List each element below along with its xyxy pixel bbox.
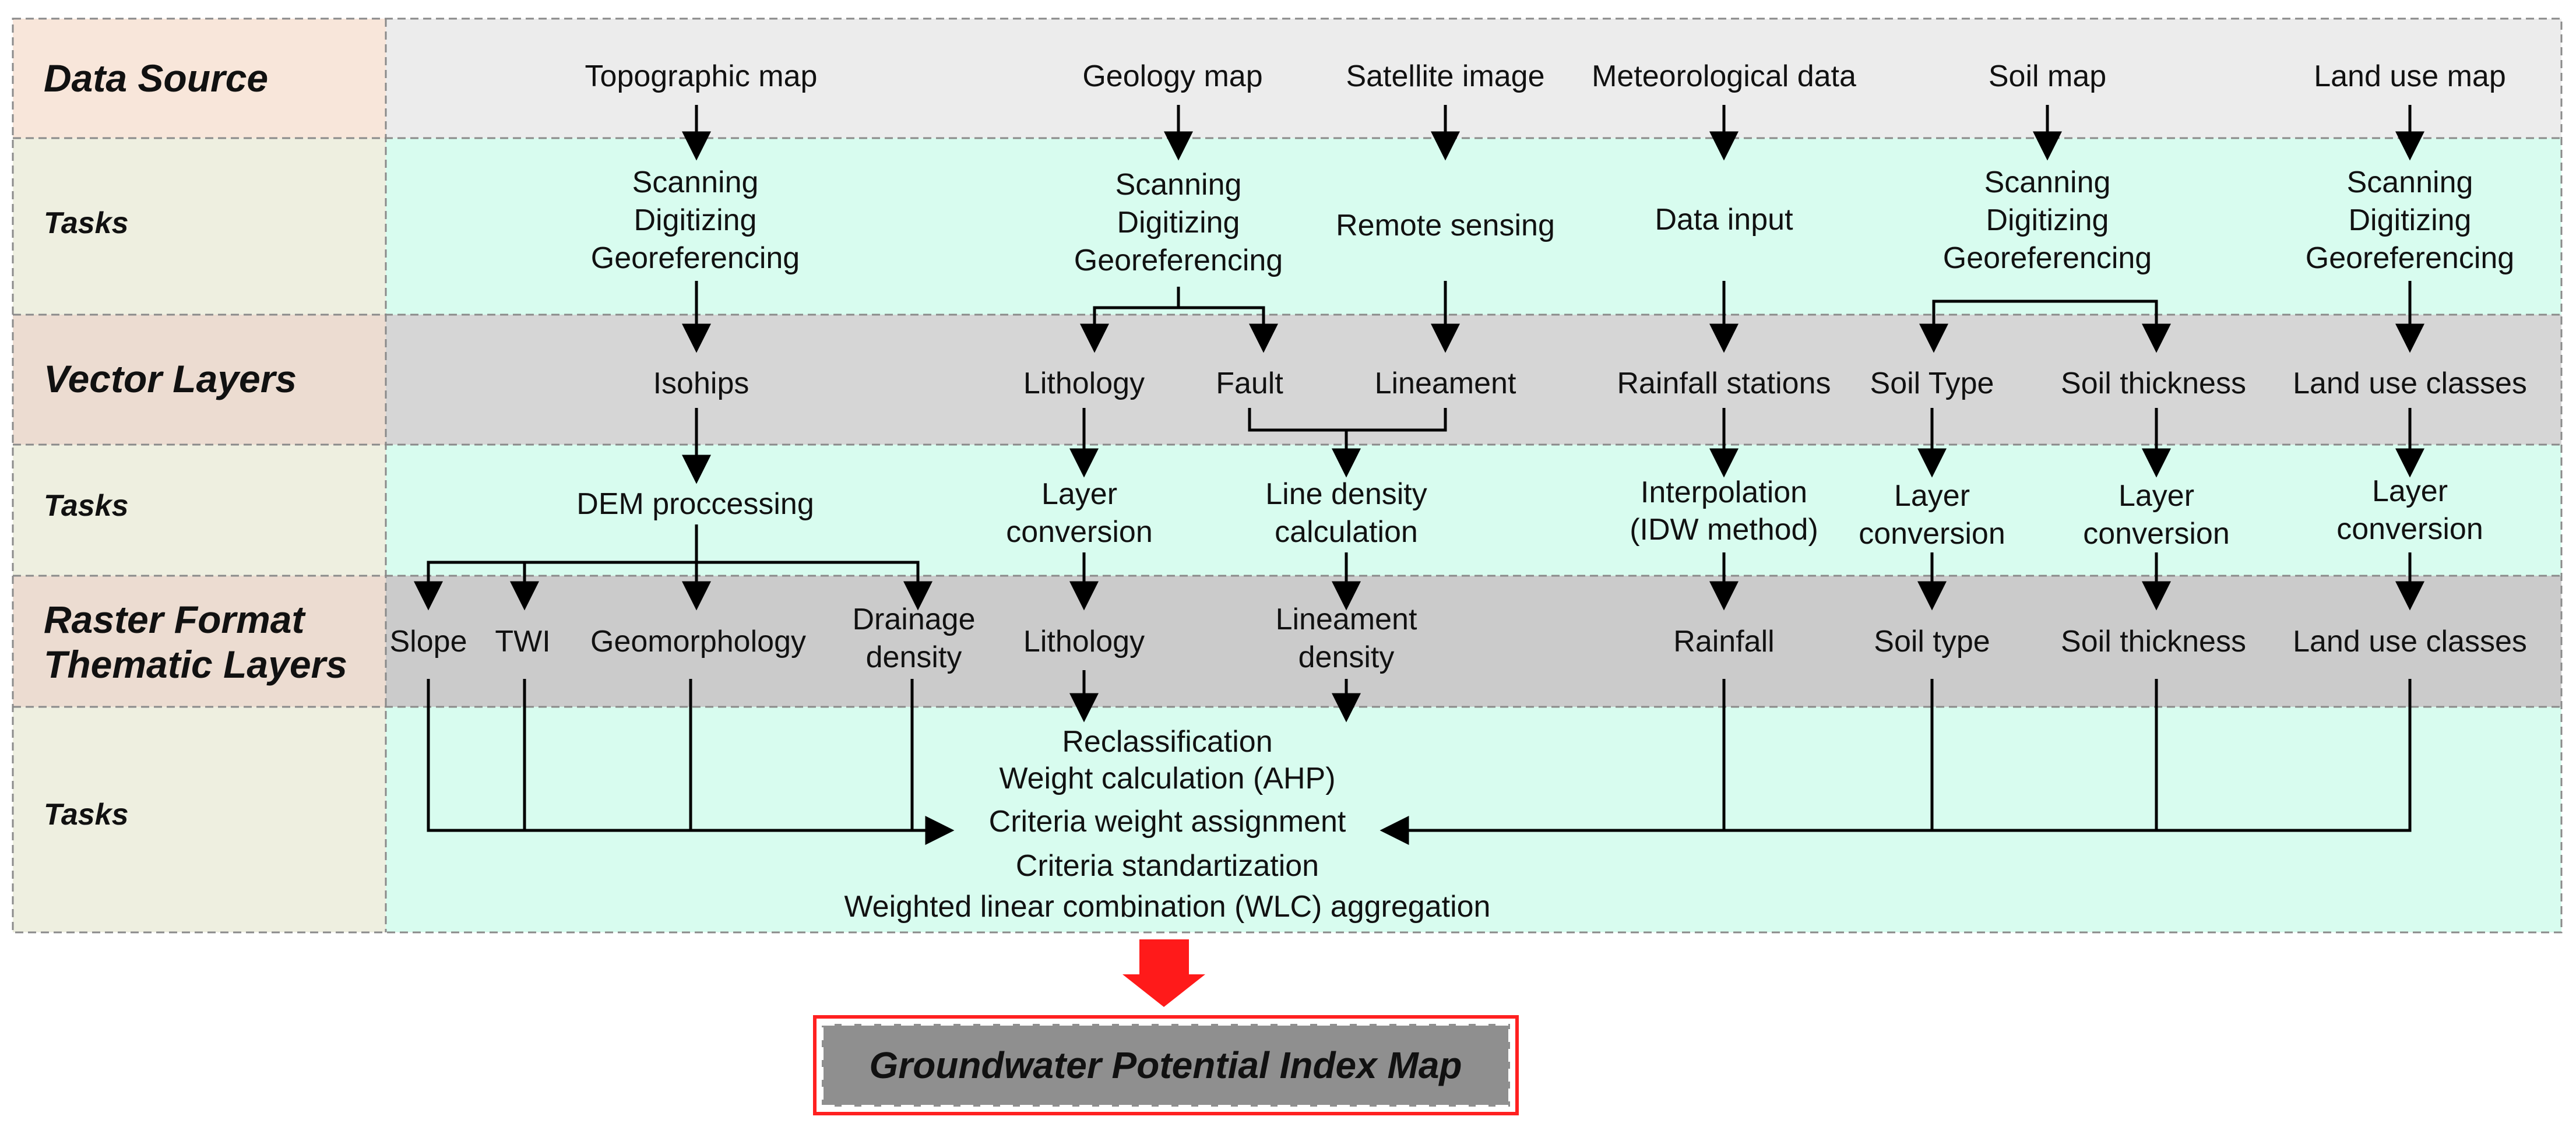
source-land-use-map: Land use map <box>2314 59 2506 93</box>
row-vector-body-bg <box>386 315 2561 445</box>
row-label-tasks-2: Tasks <box>44 489 129 523</box>
raster-geomorphology: Geomorphology <box>590 625 806 658</box>
task-soilthick-conv-2: conversion <box>2083 517 2229 551</box>
output-title: Groundwater Potential Index Map <box>870 1044 1462 1086</box>
bracket-soil-split <box>1932 300 2158 327</box>
row-vector-label-bg <box>13 315 386 445</box>
raster-drainage-1: Drainage <box>852 603 975 636</box>
tasks-row-3: Reclassification Weight calculation (AHP… <box>844 725 1491 924</box>
task-landuse-conv-1: Layer <box>2372 474 2448 508</box>
vector-land-use-classes: Land use classes <box>2293 367 2527 400</box>
source-geology-map: Geology map <box>1082 59 1262 93</box>
raster-lineament-1: Lineament <box>1276 603 1417 636</box>
task-soil-scanning: Scanning <box>1984 165 2111 199</box>
task-soil-georeferencing: Georeferencing <box>1943 241 2152 275</box>
raster-lineament-2: density <box>1298 640 1395 674</box>
vector-layers: Isohips Lithology Fault Lineament Rainfa… <box>653 367 2527 400</box>
line-right-collector <box>1380 679 2412 845</box>
row-label-raster-line-1: Raster Format <box>44 598 306 641</box>
task-lith-conv-2: conversion <box>1006 515 1152 549</box>
row-tasks1-label-bg <box>13 138 386 315</box>
raster-twi: TWI <box>495 625 550 658</box>
raster-slope: Slope <box>390 625 467 658</box>
source-soil-map: Soil map <box>1989 59 2106 93</box>
vector-lithology: Lithology <box>1023 367 1145 400</box>
vector-fault: Fault <box>1216 367 1283 400</box>
row-tasks2-body-bg <box>386 445 2561 576</box>
task-line-density-2: calculation <box>1275 515 1418 549</box>
row-label-tasks-3: Tasks <box>44 798 129 832</box>
task-topo-digitizing: Digitizing <box>634 203 757 237</box>
source-satellite-image: Satellite image <box>1346 59 1544 93</box>
line-left-collector <box>427 679 955 845</box>
task-lith-conv-1: Layer <box>1041 477 1117 511</box>
row-tasks2-label-bg <box>13 445 386 576</box>
task-reclassification: Reclassification <box>1062 725 1272 759</box>
task-weight-calculation: Weight calculation (AHP) <box>999 762 1335 795</box>
row-raster-body-bg <box>386 576 2561 707</box>
vector-rainfall-stations: Rainfall stations <box>1617 367 1831 400</box>
task-soilthick-conv-1: Layer <box>2118 479 2194 513</box>
row-tasks1-body-bg <box>386 138 2561 315</box>
row-backgrounds <box>13 19 2561 932</box>
raster-drainage-2: density <box>866 640 962 674</box>
task-line-density-1: Line density <box>1265 477 1427 511</box>
task-wlc-aggregation: Weighted linear combination (WLC) aggreg… <box>844 890 1491 924</box>
vector-isohips: Isohips <box>653 367 749 400</box>
task-geology-scanning: Scanning <box>1115 168 1242 202</box>
raster-soil-thickness: Soil thickness <box>2061 625 2246 658</box>
vector-soil-thickness: Soil thickness <box>2061 367 2246 400</box>
raster-rainfall: Rainfall <box>1673 625 1774 658</box>
raster-layers: Slope TWI Geomorphology Drainage density… <box>390 603 2527 674</box>
task-landuse-digitizing: Digitizing <box>2349 203 2472 237</box>
row-data-source-body-bg <box>386 19 2561 138</box>
tasks-row-1: Scanning Digitizing Georeferencing Scann… <box>591 165 2514 277</box>
raster-lithology: Lithology <box>1023 625 1145 658</box>
source-meteorological-data: Meteorological data <box>1592 59 1856 93</box>
task-soil-digitizing: Digitizing <box>1986 203 2109 237</box>
row-dividers <box>12 17 2563 934</box>
row-label-raster-line-2: Thematic Layers <box>44 643 347 686</box>
row-labels: Data Source Tasks Vector Layers Tasks Ra… <box>44 57 347 832</box>
task-landuse-scanning: Scanning <box>2347 165 2473 199</box>
task-geology-georeferencing: Georeferencing <box>1074 244 1283 277</box>
task-soiltype-conv-1: Layer <box>1894 479 1970 513</box>
task-interpolation-1: Interpolation <box>1641 476 1807 509</box>
task-landuse-georeferencing: Georeferencing <box>2306 241 2514 275</box>
task-topo-scanning: Scanning <box>632 165 759 199</box>
output-red-arrow <box>1122 939 1205 1007</box>
output-box <box>820 1022 1512 1108</box>
task-remote-sensing: Remote sensing <box>1336 209 1555 242</box>
row-data-source-label-bg <box>13 19 386 138</box>
data-sources: Topographic map Geology map Satellite im… <box>585 59 2506 93</box>
task-dem-processing: DEM proccessing <box>576 487 814 521</box>
tasks-row-2: DEM proccessing Layer conversion Line de… <box>576 474 2483 551</box>
task-data-input: Data input <box>1655 203 1793 237</box>
vector-lineament: Lineament <box>1375 367 1516 400</box>
task-criteria-weight-assignment: Criteria weight assignment <box>989 805 1346 839</box>
connector-arrows <box>414 105 2424 845</box>
task-landuse-conv-2: conversion <box>2336 512 2483 546</box>
row-raster-label-bg <box>13 576 386 707</box>
row-label-tasks-1: Tasks <box>44 206 129 240</box>
vector-soil-type: Soil Type <box>1870 367 1994 400</box>
task-soiltype-conv-2: conversion <box>1859 517 2005 551</box>
row-label-vector-layers: Vector Layers <box>44 357 297 400</box>
bracket-dem-split <box>427 561 920 586</box>
raster-land-use-classes: Land use classes <box>2293 625 2527 658</box>
task-geology-digitizing: Digitizing <box>1117 206 1240 240</box>
task-topo-georeferencing: Georeferencing <box>591 241 800 275</box>
task-criteria-standartization: Criteria standartization <box>1016 849 1319 883</box>
source-topographic-map: Topographic map <box>585 59 818 93</box>
row-label-data-source: Data Source <box>44 57 268 100</box>
output-section: Groundwater Potential Index Map <box>813 939 1519 1115</box>
row-tasks3-label-bg <box>13 707 386 932</box>
raster-soil-type: Soil type <box>1874 625 1990 658</box>
row-tasks3-body-bg <box>386 707 2561 932</box>
task-interpolation-2: (IDW method) <box>1630 513 1818 547</box>
